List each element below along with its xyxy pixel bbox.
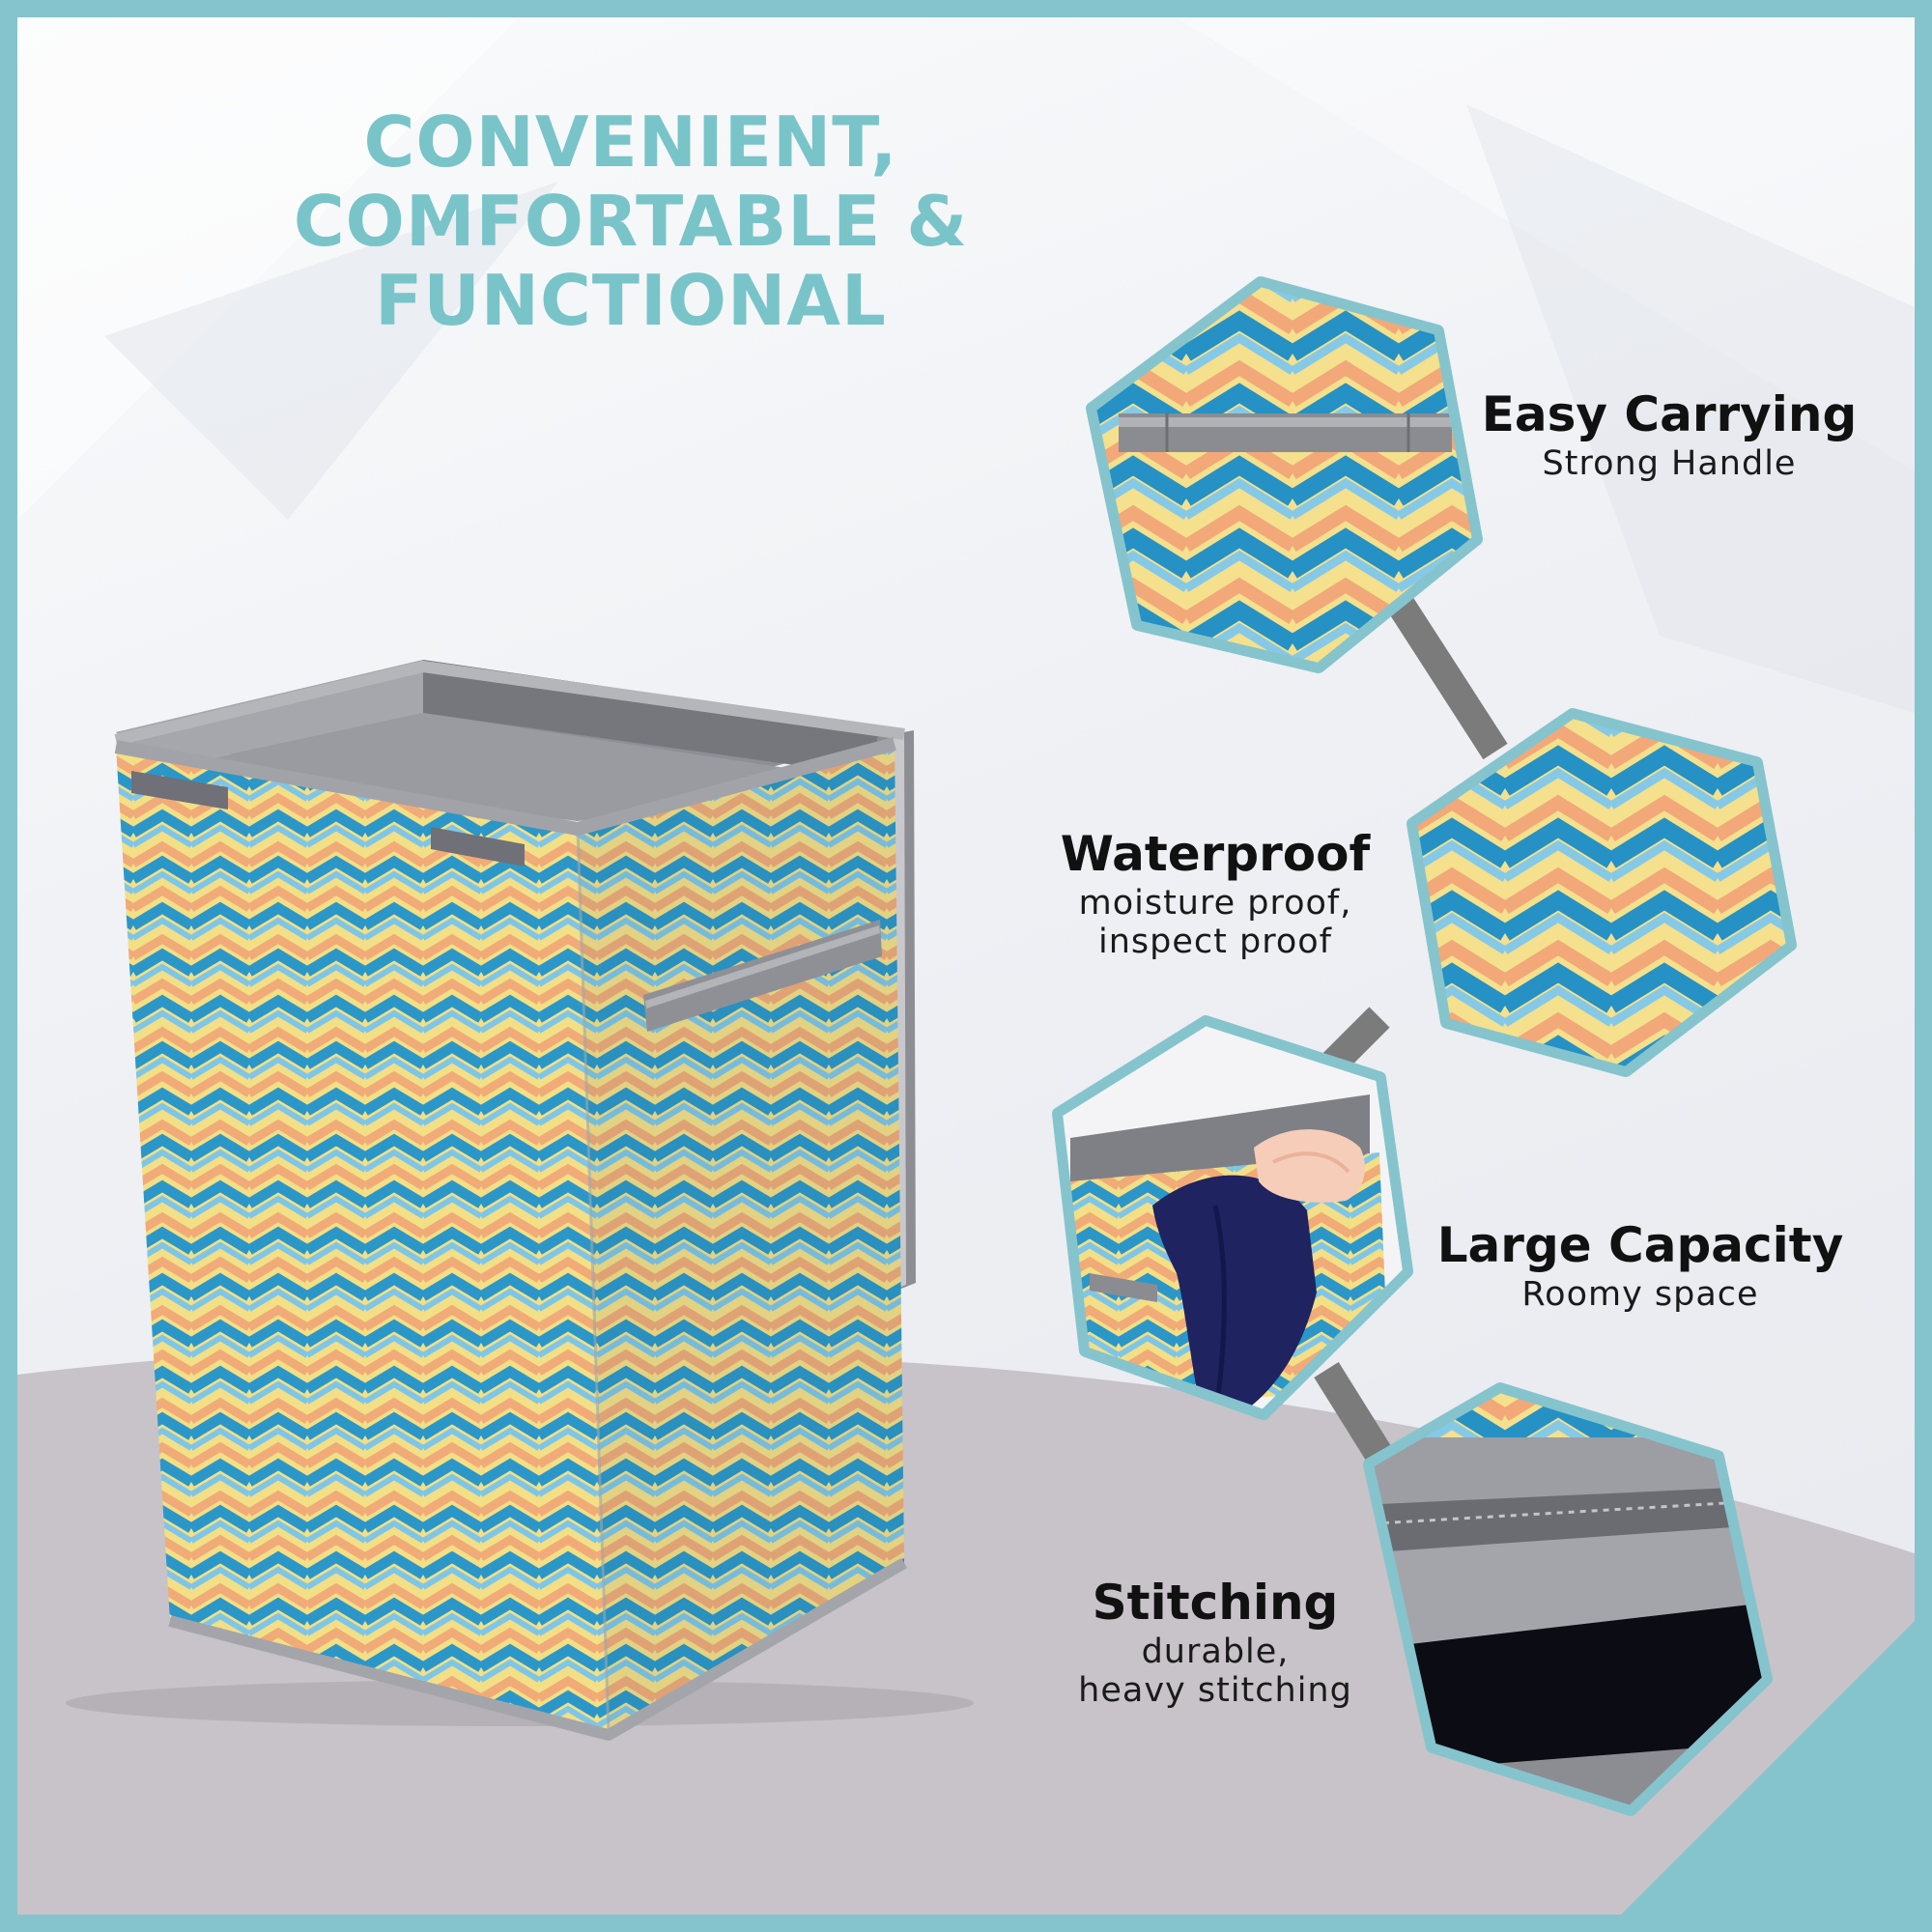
feature-subtitle: Roomy space bbox=[1521, 1275, 1759, 1314]
feature-title: Stitching bbox=[1092, 1575, 1339, 1631]
feature-subtitle: moisture proof, bbox=[1078, 884, 1352, 923]
feature-subtitle: Strong Handle bbox=[1542, 444, 1797, 483]
feature-subtitle: durable, bbox=[1141, 1633, 1290, 1671]
feature-easy-carrying: Easy Carrying Strong Handle bbox=[1466, 384, 1872, 483]
product-scene bbox=[17, 17, 1915, 1915]
hexagon-large-capacity bbox=[1052, 1015, 1413, 1420]
background-shard bbox=[17, 17, 520, 520]
hexagon-waterproof bbox=[1406, 708, 1797, 1077]
feature-title: Easy Carrying bbox=[1481, 386, 1858, 442]
feature-large-capacity: Large Capacity Roomy space bbox=[1408, 1215, 1872, 1314]
feature-waterproof: Waterproof moisture proof, inspect proof bbox=[1022, 824, 1408, 961]
feature-title: Waterproof bbox=[1060, 826, 1371, 882]
headline-line-1: CONVENIENT, bbox=[363, 101, 898, 183]
headline-line-2: COMFORTABLE & FUNCTIONAL bbox=[293, 181, 969, 341]
feature-stitching: Stitching durable, heavy stitching bbox=[1022, 1573, 1408, 1710]
background-shard bbox=[104, 182, 558, 520]
laundry-hamper bbox=[66, 660, 974, 1741]
product-canvas: CONVENIENT, COMFORTABLE & FUNCTIONAL Eas… bbox=[17, 17, 1915, 1915]
headline: CONVENIENT, COMFORTABLE & FUNCTIONAL bbox=[46, 102, 1215, 340]
hexagon-easy-carrying bbox=[1086, 276, 1483, 673]
corner-accent bbox=[1621, 1621, 1915, 1915]
background-shard bbox=[1466, 104, 1915, 713]
feature-subtitle: heavy stitching bbox=[1078, 1671, 1352, 1710]
feature-subtitle: inspect proof bbox=[1098, 923, 1332, 961]
feature-title: Large Capacity bbox=[1436, 1217, 1844, 1273]
background-shard bbox=[1177, 17, 1915, 471]
